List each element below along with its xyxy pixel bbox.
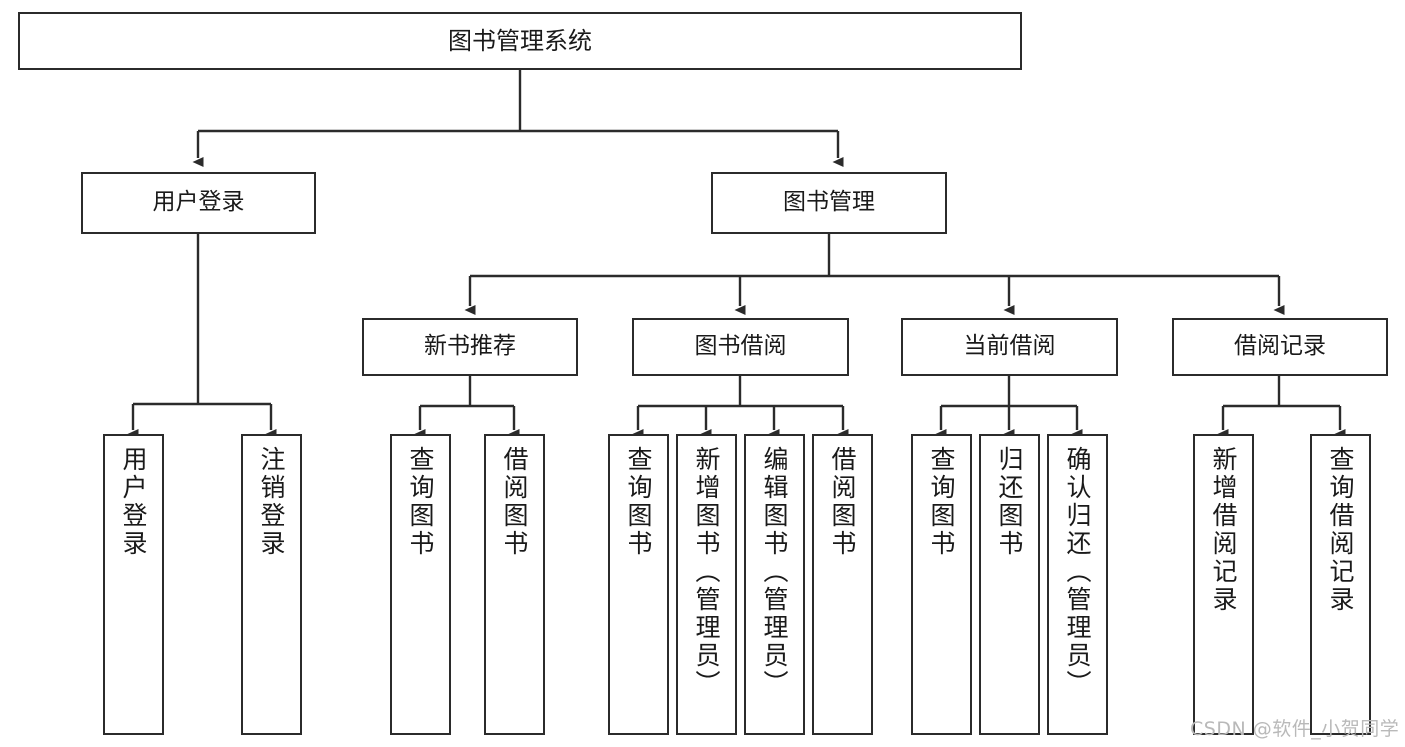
leaf-borrow-book-recommend-label: 借阅图书: [500, 446, 529, 558]
leaf-logout-login[interactable]: 注销登录: [241, 434, 302, 735]
node-user-login[interactable]: 用户登录: [81, 172, 316, 234]
leaf-return-book-label: 归还图书: [995, 446, 1024, 558]
leaf-query-book-borrow[interactable]: 查询图书: [608, 434, 669, 735]
node-borrow-record[interactable]: 借阅记录: [1172, 318, 1388, 376]
leaf-add-borrow-record-label: 新增借阅记录: [1209, 446, 1238, 614]
leaf-borrow-book-recommend[interactable]: 借阅图书: [484, 434, 545, 735]
leaf-user-login-label: 用户登录: [119, 446, 148, 558]
leaf-query-book-recommend-label: 查询图书: [406, 446, 435, 558]
leaf-edit-book-admin[interactable]: 编辑图书（管理员）: [744, 434, 805, 735]
leaf-logout-login-label: 注销登录: [257, 446, 286, 558]
leaf-add-borrow-record[interactable]: 新增借阅记录: [1193, 434, 1254, 735]
node-new-book-recommend-label: 新书推荐: [424, 333, 516, 360]
leaf-confirm-return-admin[interactable]: 确认归还（管理员）: [1047, 434, 1108, 735]
node-new-book-recommend[interactable]: 新书推荐: [362, 318, 578, 376]
leaf-borrow-book[interactable]: 借阅图书: [812, 434, 873, 735]
node-current-borrow-label: 当前借阅: [963, 333, 1056, 360]
leaf-add-book-admin-label: 新增图书（管理员）: [692, 446, 721, 698]
leaf-return-book[interactable]: 归还图书: [979, 434, 1040, 735]
node-book-borrow[interactable]: 图书借阅: [632, 318, 849, 376]
leaf-borrow-book-label: 借阅图书: [828, 446, 857, 558]
leaf-query-borrow-record-label: 查询借阅记录: [1326, 446, 1355, 614]
node-borrow-record-label: 借阅记录: [1234, 333, 1326, 360]
node-book-manage-label: 图书管理: [783, 189, 875, 216]
leaf-edit-book-admin-label: 编辑图书（管理员）: [760, 446, 789, 698]
node-root-label: 图书管理系统: [448, 26, 592, 55]
leaf-query-book-current[interactable]: 查询图书: [911, 434, 972, 735]
csdn-watermark: CSDN @软件_小贺同学: [1190, 718, 1400, 740]
leaf-query-book-borrow-label: 查询图书: [624, 446, 653, 558]
leaf-query-borrow-record[interactable]: 查询借阅记录: [1310, 434, 1371, 735]
leaf-query-book-recommend[interactable]: 查询图书: [390, 434, 451, 735]
leaf-user-login[interactable]: 用户登录: [103, 434, 164, 735]
node-book-borrow-label: 图书借阅: [694, 333, 787, 360]
node-root[interactable]: 图书管理系统: [18, 12, 1022, 70]
leaf-confirm-return-admin-label: 确认归还（管理员）: [1063, 446, 1092, 698]
leaf-query-book-current-label: 查询图书: [927, 446, 956, 558]
node-current-borrow[interactable]: 当前借阅: [901, 318, 1118, 376]
node-book-manage[interactable]: 图书管理: [711, 172, 947, 234]
leaf-add-book-admin[interactable]: 新增图书（管理员）: [676, 434, 737, 735]
node-user-login-label: 用户登录: [152, 189, 245, 216]
